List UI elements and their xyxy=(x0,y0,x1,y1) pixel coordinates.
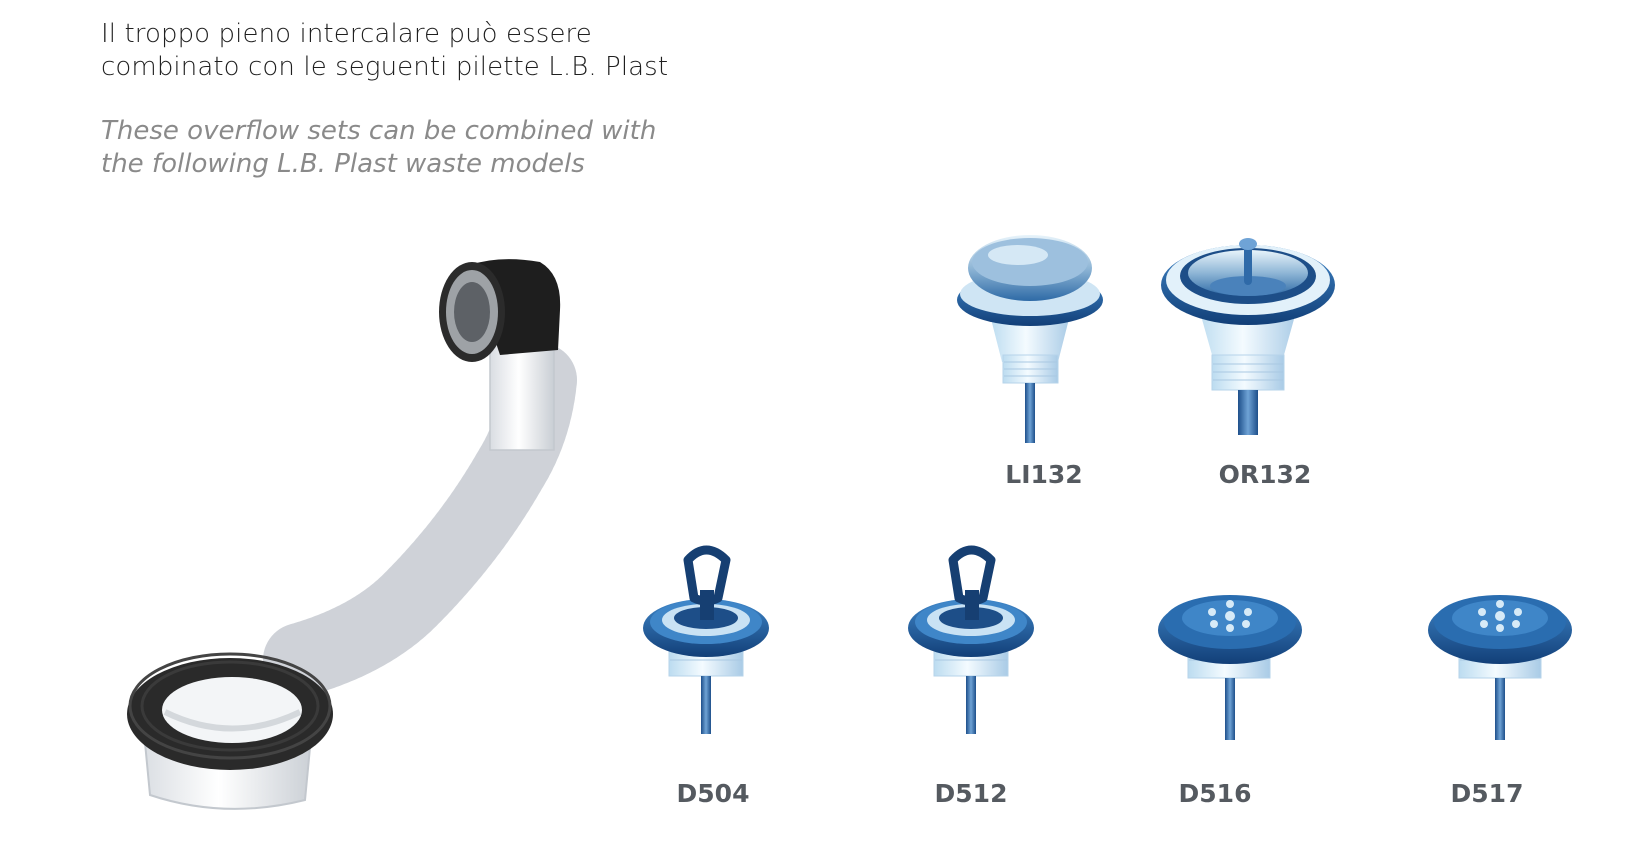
heading-italian: Il troppo pieno intercalare può essere c… xyxy=(101,18,668,84)
heading-line-2: combinato con le seguenti pilette L.B. P… xyxy=(101,52,669,82)
label-d504: D504 xyxy=(676,779,750,808)
label-d516: D516 xyxy=(1178,779,1252,808)
label-d517: D517 xyxy=(1450,779,1524,808)
heading-english: These overflow sets can be combined with… xyxy=(101,115,656,181)
waste-d517-illustration xyxy=(1428,595,1572,740)
heading-line-1: Il troppo pieno intercalare può essere xyxy=(101,19,592,49)
subheading-line-1: These overflow sets can be combined with xyxy=(101,116,657,146)
label-li132: LI132 xyxy=(1005,460,1083,489)
label-d512: D512 xyxy=(934,779,1008,808)
waste-d512-illustration xyxy=(908,545,1034,734)
waste-d516-illustration xyxy=(1158,595,1302,740)
waste-or132-illustration xyxy=(1161,238,1335,435)
waste-d504-illustration xyxy=(643,545,769,734)
subheading-line-2: the following L.B. Plast waste models xyxy=(101,149,585,179)
label-or132: OR132 xyxy=(1218,460,1312,489)
waste-li132-illustration xyxy=(957,235,1103,443)
overflow-set-illustration xyxy=(127,259,577,810)
